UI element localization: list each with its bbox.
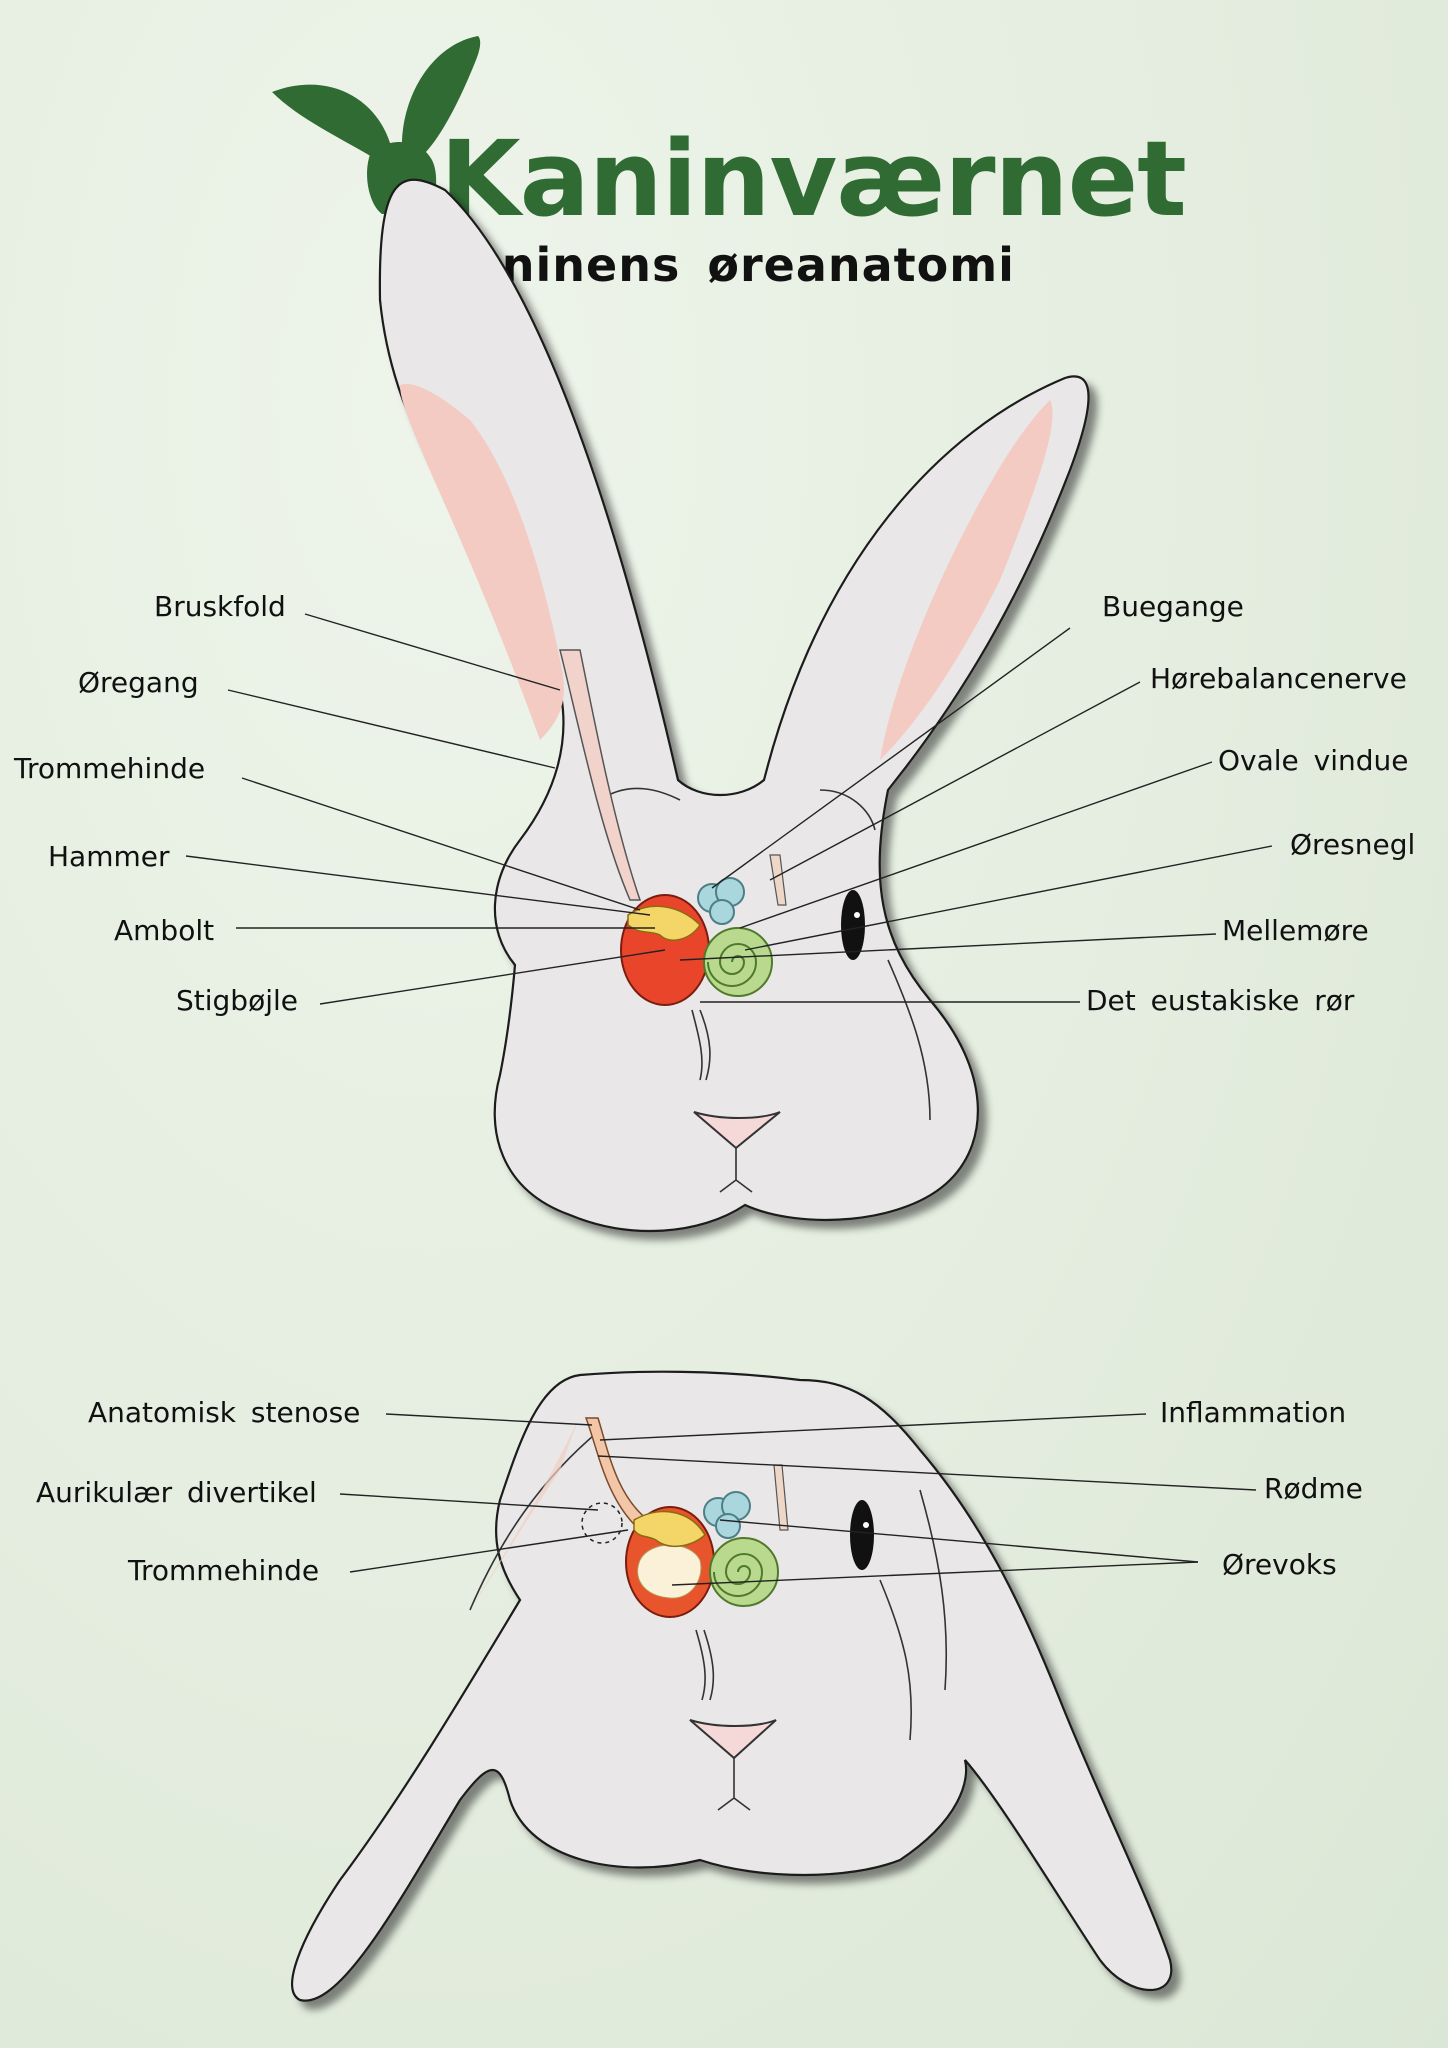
lop-left-labels: Anatomisk stenose Aurikulær divertikel T… [36,1396,360,1587]
upright-left-inner-ear [400,384,564,740]
label-hammer: Hammer [48,840,170,873]
label-ambolt: Ambolt [114,914,214,947]
label-oregang: Øregang [78,666,199,699]
lop-cochlea [709,1537,779,1607]
page-title: Kaninens øreanatomi [433,238,1015,292]
label-rodme: Rødme [1264,1472,1363,1505]
upright-eye [841,890,865,960]
label-bruskfold: Bruskfold [154,590,286,623]
lop-earwax [637,1544,702,1599]
label-aurikulaer-divertikel: Aurikulær divertikel [36,1476,317,1509]
label-det-eustakiske-ror: Det eustakiske rør [1086,984,1355,1017]
label-anatomisk-stenose: Anatomisk stenose [88,1396,360,1429]
label-oresnegl: Øresnegl [1290,828,1415,861]
upright-right-labels: Buegange Hørebalancenerve Ovale vindue Ø… [1086,590,1415,1017]
upright-semicircular-canals [697,877,745,925]
upright-nose [693,1111,781,1193]
lop-right-labels: Inflammation Rødme Ørevoks [1160,1396,1363,1581]
upright-leader-lines [185,613,1273,1005]
lop-ear-diverticulum [581,1502,623,1544]
lop-nose [689,1719,777,1811]
upright-rabbit-head [378,178,1090,1233]
lop-rabbit-diagram [291,1370,1173,2002]
upright-cochlea [703,927,773,997]
label-buegange: Buegange [1102,590,1244,623]
lop-eye [850,1500,874,1570]
upright-rabbit-diagram [378,178,1090,1233]
label-lop-trommehinde: Trommehinde [127,1554,319,1587]
label-stigbojle: Stigbøjle [176,984,298,1017]
label-trommehinde: Trommehinde [13,752,205,785]
upright-right-inner-ear [880,400,1053,760]
lop-leader-lines [339,1413,1257,1586]
lop-rabbit-head [291,1370,1173,2002]
upright-left-labels: Bruskfold Øregang Trommehinde Hammer Amb… [13,590,298,1017]
label-ovale-vindue: Ovale vindue [1218,744,1409,777]
brand-logo: Kaninværnet [272,36,1187,240]
label-inflammation: Inflammation [1160,1396,1346,1429]
label-mellemore: Mellemøre [1222,914,1369,947]
label-horebalancenerve: Hørebalancenerve [1150,662,1407,695]
label-orevoks: Ørevoks [1222,1548,1337,1581]
brand-name: Kaninværnet [440,118,1186,240]
